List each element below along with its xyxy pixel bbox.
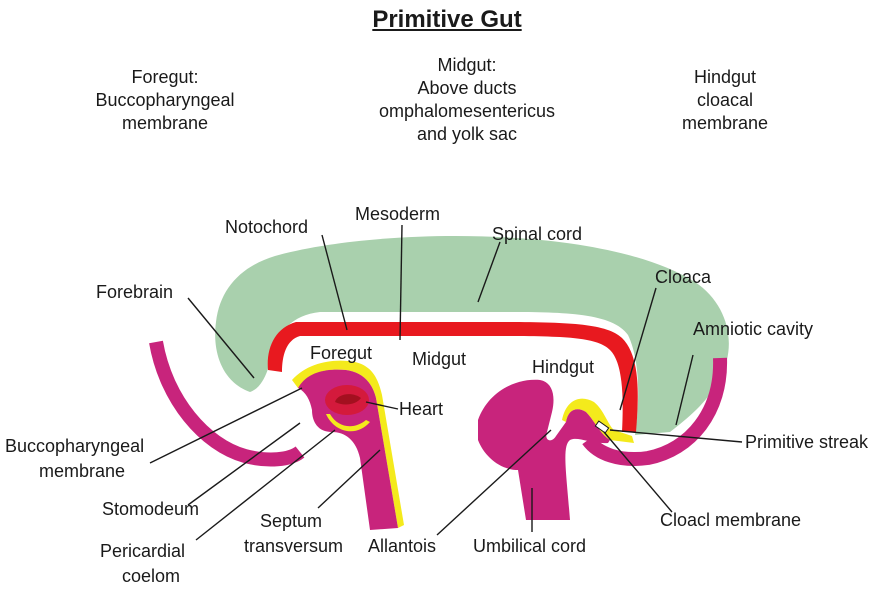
label-stomodeum: Stomodeum [102,499,199,519]
label-cloaca: Cloaca [655,267,712,287]
label-buccopharyngeal-membrane-1: Buccopharyngeal [5,436,144,456]
label-mesoderm: Mesoderm [355,204,440,224]
label-pericardial-coelom-1: Pericardial [100,541,185,561]
label-umbilical-cord: Umbilical cord [473,536,586,556]
label-primitive-streak: Primitive streak [745,432,869,452]
label-septum-transversum-1: Septum [260,511,322,531]
label-heart: Heart [399,399,443,419]
label-allantois: Allantois [368,536,436,556]
label-foregut: Foregut [310,343,372,363]
cloacl-membrane-leader [604,432,672,512]
label-buccopharyngeal-membrane-2: membrane [39,461,125,481]
label-hindgut: Hindgut [532,357,594,377]
label-forebrain: Forebrain [96,282,173,302]
label-cloacl-membrane: Cloacl membrane [660,510,801,530]
label-septum-transversum-2: transversum [244,536,343,556]
label-pericardial-coelom-2: coelom [122,566,180,586]
label-amniotic-cavity: Amniotic cavity [693,319,813,339]
label-notochord: Notochord [225,217,308,237]
label-spinal-cord: Spinal cord [492,224,582,244]
label-midgut: Midgut [412,349,466,369]
